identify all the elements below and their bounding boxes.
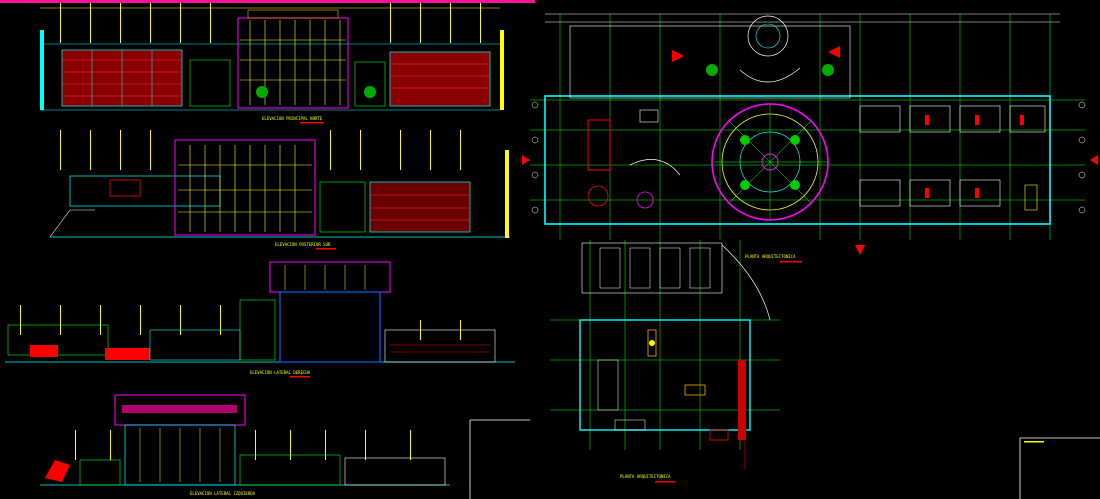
title-block-left <box>469 419 530 499</box>
header-strip <box>0 0 535 3</box>
elevation-front: ELEVACION PRINCIPAL NORTE <box>40 3 504 124</box>
sheet-title-plan-main: PLANTA ARQUITECTONICA <box>745 254 796 259</box>
sheet-title-elev-side-left: ELEVACION LATERAL IZQUIERDA <box>190 491 256 496</box>
sheet-title-elev-side-right: ELEVACION LATERAL DERECHA <box>250 370 311 375</box>
sheet-title-plan-annex: PLANTA ARQUITECTONICA <box>620 474 671 479</box>
sheet-title-elev-front: ELEVACION PRINCIPAL NORTE <box>262 116 323 121</box>
title-block-right <box>1019 437 1100 499</box>
floor-plan-annex: PLANTA ARQUITECTONICA <box>550 240 780 483</box>
elevation-back: ELEVACION POSTERIOR SUR <box>49 130 510 250</box>
elevation-side-right: ELEVACION LATERAL DERECHA <box>5 261 515 378</box>
elevation-side-left: ELEVACION LATERAL IZQUIERDA <box>40 394 450 496</box>
floor-plan-main: PLANTA ARQUITECTONICA <box>522 13 1098 263</box>
sheet-title-elev-back: ELEVACION POSTERIOR SUR <box>275 242 331 247</box>
